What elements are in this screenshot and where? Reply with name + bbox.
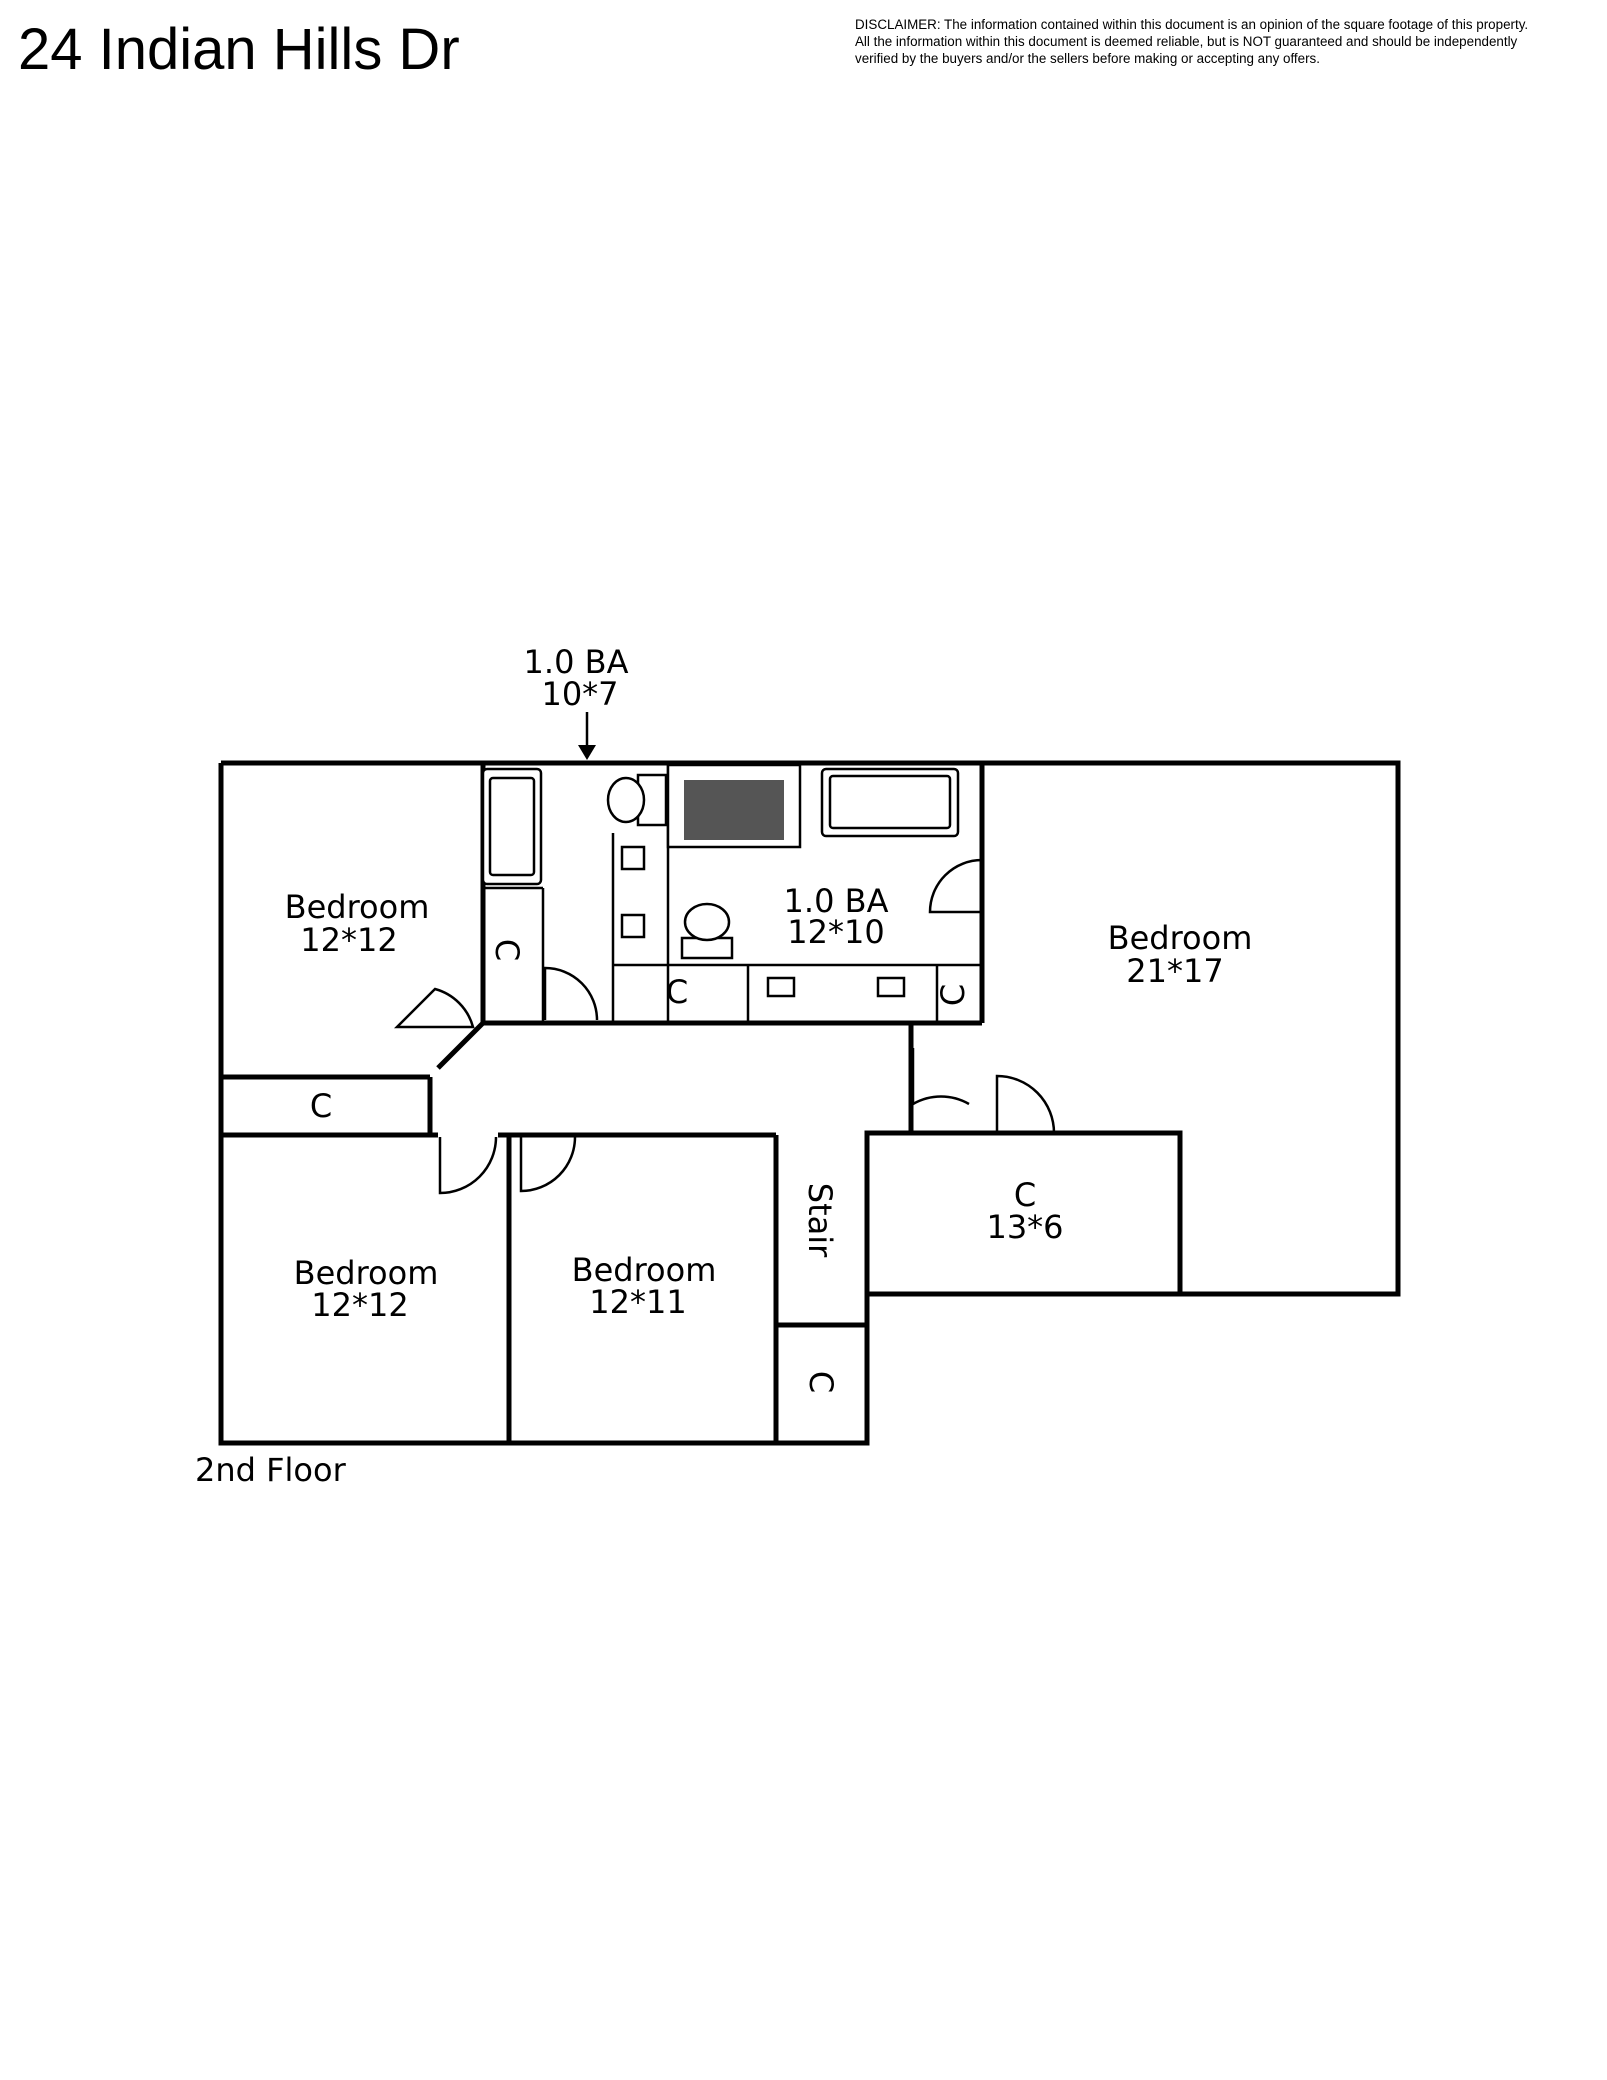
- room-dims: 12*12: [300, 921, 397, 959]
- disclaimer-line: DISCLAIMER: The information contained wi…: [855, 17, 1529, 32]
- room-labels: 1.0 BA 10*7 1.0 BA 12*10 Bedroom 12*12 B…: [195, 643, 1252, 1489]
- room-name: Bedroom: [294, 1254, 439, 1292]
- room-dims: 12*12: [311, 1286, 408, 1324]
- page-title: 24 Indian Hills Dr: [18, 17, 460, 82]
- sink-icon: [620, 913, 646, 939]
- arrow-icon: [578, 712, 596, 760]
- door-swing: [519, 1136, 577, 1193]
- closet-label: C: [666, 973, 688, 1011]
- bathtub-icon: [828, 774, 952, 830]
- floor-label: 2nd Floor: [195, 1451, 347, 1489]
- door-swing: [928, 858, 983, 914]
- fixtures: [481, 763, 960, 998]
- closet-label: C: [488, 939, 526, 961]
- disclaimer: DISCLAIMER: The information contained wi…: [855, 16, 1603, 67]
- door-swing: [911, 1048, 970, 1107]
- wall: [864, 1130, 1183, 1294]
- toilet-icon: [683, 902, 731, 942]
- exterior-wall: [218, 760, 1401, 1446]
- room-name: Bedroom: [572, 1251, 717, 1289]
- door-swing: [543, 966, 599, 1021]
- room-dims: 21*17: [1126, 952, 1223, 990]
- room-name: 1.0 BA: [524, 643, 629, 681]
- shower-drain-pattern: [684, 780, 784, 840]
- door-swing: [393, 987, 475, 1029]
- disclaimer-line: All the information within this document…: [855, 34, 1518, 49]
- stair-label: Stair: [801, 1183, 839, 1258]
- sink-icon: [766, 976, 796, 998]
- bathtub-icon: [488, 776, 536, 877]
- closet-label: C: [802, 1371, 840, 1393]
- room-dims: 10*7: [541, 675, 618, 713]
- disclaimer-line: verified by the buyers and/or the seller…: [855, 51, 1320, 66]
- bathtub-icon: [820, 767, 960, 838]
- room-dims: 13*6: [986, 1208, 1063, 1246]
- walls: [218, 760, 1401, 1446]
- doors: [393, 858, 1056, 1195]
- room-dims: 12*11: [589, 1283, 686, 1321]
- toilet-icon: [606, 776, 646, 824]
- door-swing: [438, 1136, 498, 1195]
- room-name: C: [1014, 1176, 1036, 1214]
- room-name: 1.0 BA: [784, 882, 889, 920]
- room-name: Bedroom: [1108, 919, 1253, 957]
- door-swing: [995, 1074, 1056, 1134]
- wall: [436, 1021, 485, 1070]
- sink-icon: [620, 845, 646, 871]
- closet-label: C: [310, 1087, 332, 1125]
- closet-label: C: [934, 984, 972, 1006]
- room-dims: 12*10: [787, 913, 884, 951]
- room-name: Bedroom: [285, 888, 430, 926]
- sink-icon: [876, 976, 906, 998]
- bathtub-icon: [481, 767, 543, 886]
